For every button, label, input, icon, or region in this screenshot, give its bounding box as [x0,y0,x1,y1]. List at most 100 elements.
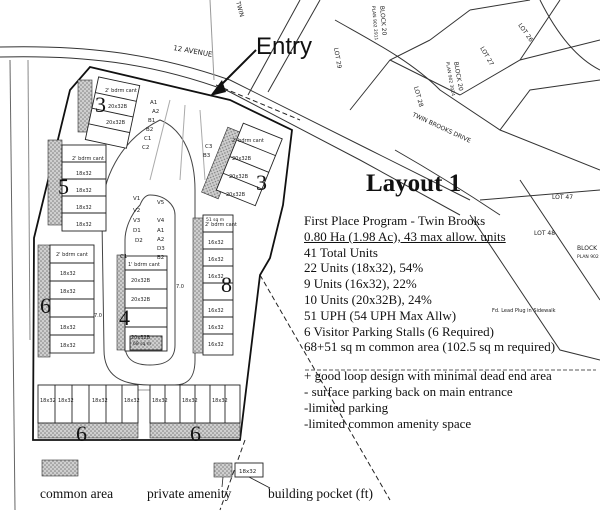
summary-panel: First Place Program - Twin Brooks 0.80 H… [304,213,600,431]
parking-label: C3 [205,144,213,150]
building-ne-3 [215,122,283,207]
unit-label: 18x32 [76,222,92,228]
summary-line: 22 Units (18x32), 54% [304,260,424,276]
unit-label: 20x32B [131,335,151,341]
building-count: 5 [58,174,69,199]
unit-label: 18x32 [152,398,168,404]
building-count: 8 [221,272,232,297]
unit-label: 16x32 [208,308,224,314]
building-s-right-6 [149,384,241,424]
building-nw [84,76,141,149]
unit-label: 18x32 [182,398,198,404]
unit-label: 20x32B [131,278,151,284]
lot-label: LOT 27 [478,46,495,68]
common-area-hatch [116,254,126,351]
common-area-hatch [192,217,204,354]
unit-label: 2' bdrm cant [105,88,137,94]
parking-labels: A1 A2 B1 B2 C1 C2 C3 B3 V1 V2 V3 V4 V5 D… [120,100,213,261]
building-count: 6 [40,293,51,318]
lot-label: LOT 48 [534,230,555,237]
unit-label: 20x32B [229,174,249,180]
legend-common-swatch [41,459,79,477]
parking-label: B1 [148,118,155,124]
note-line: - surface parking back on main entrance [304,383,513,399]
parking-label: C2 [142,145,149,151]
lot-label: LOT 47 [552,194,573,201]
unit-labels: 2' bdrm cant 18x32 18x32 18x32 18x32 2' … [40,88,264,404]
plan-label: PLAN 902 2911 [370,6,379,41]
unit-label: 18x32 [60,325,76,331]
unit-label: 18x32 [60,289,76,295]
parking-label: D3 [157,246,165,252]
parking-label: V3 [133,218,141,224]
note-line: -limited parking [304,399,389,415]
lot-label: LOT 26 [516,22,534,43]
parking-label: D1 [133,228,141,234]
parking-label: A2 [152,109,159,115]
street-drive: TWIN BROOKS DRIVE [410,111,472,145]
unit-label: 18x32 [76,171,92,177]
unit-label: 18x32 [40,398,56,404]
parking-label: A2 [157,237,164,243]
common-sqm-label: 51 sq m [206,217,224,223]
common-sqm-label: 68 sq m [133,341,151,347]
parking-label: A1 [150,100,157,106]
note-line: -limited common amenity space [304,415,472,431]
summary-line: 51 UPH (54 UPH Max Allw) [304,307,457,323]
program-line: First Place Program - Twin Brooks [304,213,486,228]
unit-label: 2' bdrm cant [56,252,88,258]
unit-label: 20x32B [226,192,246,198]
unit-label: 16x32 [208,257,224,263]
lot-label: LOT 29 [332,47,343,69]
building-w-6 [49,244,95,354]
building-s-left-6 [37,384,139,424]
legend-leader [248,476,271,489]
unit-label: 20x32B [232,156,252,162]
building-count: 6 [190,421,201,446]
entry-label: Entry [256,33,313,60]
unit-label: 18x32 [124,398,140,404]
summary-line: 9 Units (16x32), 22% [304,276,417,292]
building-count: 3 [256,170,267,195]
street-avenue: 12 AVENUE [173,44,213,59]
unit-label: 16x32 [208,342,224,348]
unit-label: 2' bdrm cant [72,156,104,162]
legend-leader [221,476,224,488]
plan-label: PLAN 902 [577,254,599,260]
legend-pocket-sample: 18x32 [239,469,256,475]
unit-label: 18x32 [76,205,92,211]
unit-label: 18x32 [60,271,76,277]
parking-label: B2 [157,255,164,261]
common-area-small [129,335,163,351]
layout-title: Layout 1 [366,170,462,197]
survey-note: Fd. Lead Plug in Sidewalk [492,308,556,314]
unit-label: 16x32 [208,240,224,246]
building-blocks [37,76,283,424]
unit-label: 16x32 [208,274,224,280]
block-label: BLOCK [577,245,598,252]
unit-label: 20x32B [131,297,151,303]
building-count: 4 [119,305,130,330]
property-line-dashed [215,84,391,511]
summary-line: 10 Units (20x32B), 24% [304,291,432,307]
unit-label: 2' bdrm cant [232,138,264,144]
unit-label: 20x32B [108,104,128,110]
plan-label: PLAN 902 3024 [444,61,456,96]
unit-label: 16x32 [208,325,224,331]
legend-private-amenity: private amenity [147,486,232,501]
parking-label: B2 [146,127,153,133]
building-center-4 [124,255,168,352]
legend-common-area: common area [40,486,114,501]
parking-label: V4 [157,218,165,224]
unit-label: 1' bdrm cant [128,262,160,268]
unit-label: 18x32 [60,343,76,349]
unit-label: 18x32 [92,398,108,404]
parking-label: C1 [120,254,127,260]
unit-label: 18x32 [58,398,74,404]
summary-line: 68+51 sq m common area (102.5 sq m requi… [304,339,556,355]
unit-label: 18x32 [212,398,228,404]
unit-label: 20x32B [106,120,126,126]
building-count: 6 [76,421,87,446]
